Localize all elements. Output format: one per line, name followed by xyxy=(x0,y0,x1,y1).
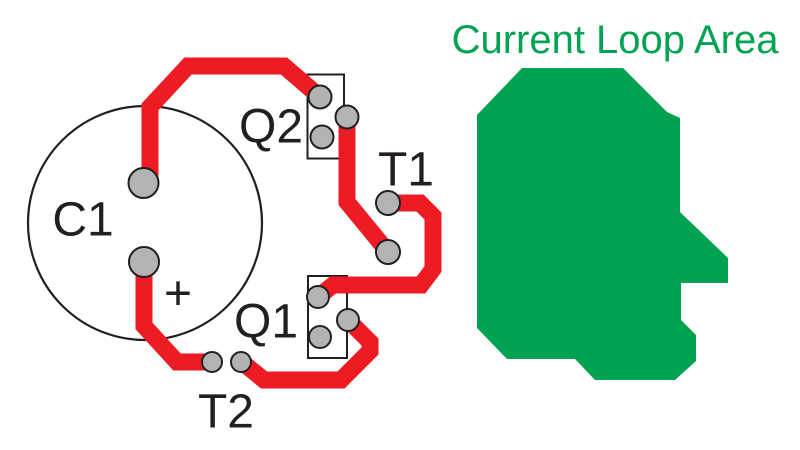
label-c1: C1 xyxy=(52,194,113,247)
copper-traces xyxy=(135,57,442,389)
q2-pad-1 xyxy=(307,84,333,110)
t1-pad-bottom xyxy=(375,239,401,265)
q1-pad-1 xyxy=(306,285,330,309)
current-loop-area-shape xyxy=(477,68,728,380)
label-t1: T1 xyxy=(378,144,434,197)
c1-pad-top xyxy=(127,167,160,199)
q1-pad-3 xyxy=(308,325,332,349)
t1-pad-top xyxy=(375,190,401,216)
label-q2: Q2 xyxy=(239,101,303,154)
label-q1: Q1 xyxy=(234,296,298,349)
q1-pad-2 xyxy=(336,308,360,332)
t2-pad-right xyxy=(230,351,252,373)
solder-pads xyxy=(127,84,401,373)
q2-pad-2 xyxy=(334,104,360,130)
c1-pad-bottom xyxy=(128,246,160,278)
q2-pad-3 xyxy=(309,124,335,150)
trace-t2-to-c1 xyxy=(135,262,212,371)
trace-q2-to-t1 xyxy=(338,117,395,258)
current-loop-area-polygon xyxy=(477,68,728,380)
trace-c1-to-q2 xyxy=(141,57,326,183)
trace-t1-to-q1 xyxy=(312,194,442,304)
trace-q1-to-t2 xyxy=(236,313,379,389)
t2-pad-left xyxy=(201,351,223,373)
label-t2: T2 xyxy=(198,386,254,439)
label-plus: + xyxy=(164,268,192,321)
current-loop-area-title: Current Loop Area xyxy=(452,18,780,62)
